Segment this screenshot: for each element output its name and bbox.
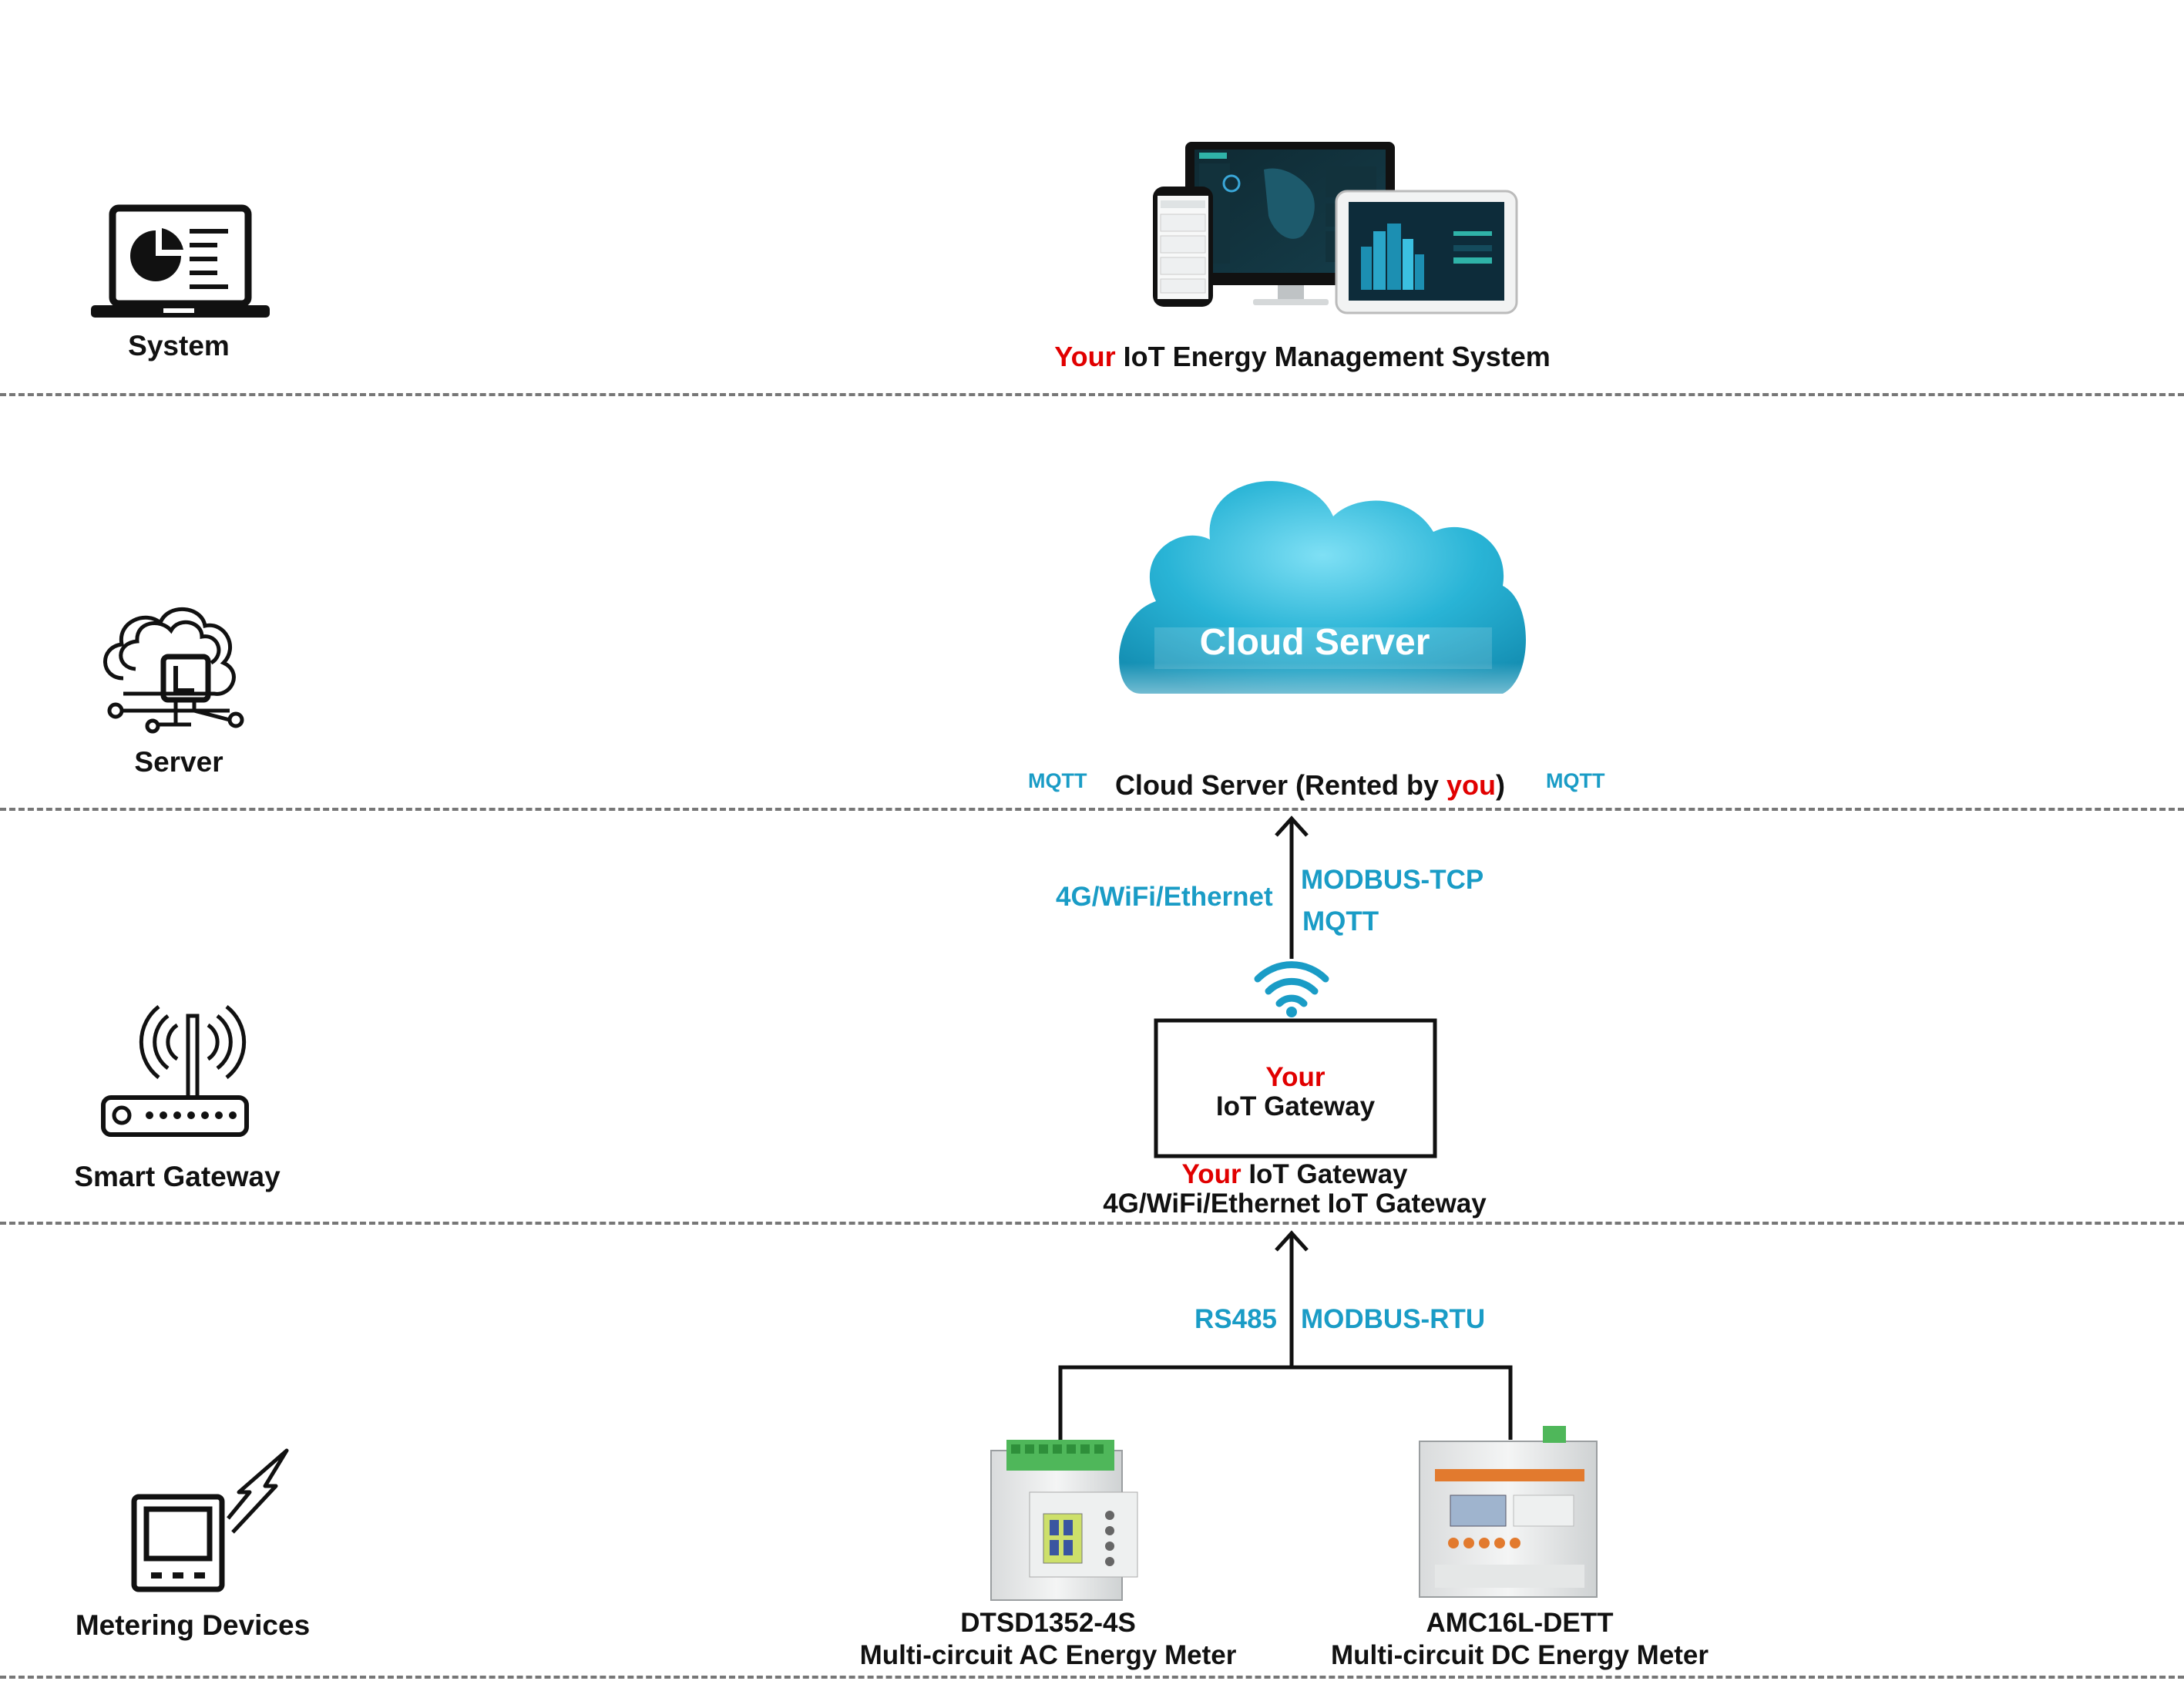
gateway-caption-line2: 4G/WiFi/Ethernet IoT Gateway [1103,1189,1487,1219]
cloud-graphic [1119,481,1529,740]
dc-meter-image [1419,1426,1598,1598]
system-caption-highlight: Your [1054,341,1116,372]
server-caption: Cloud Server (Rented by you) [1094,769,1526,802]
tier-label-metering-devices: Metering Devices [75,1609,311,1641]
multi-device-dashboard-icon [1153,142,1518,314]
gateway-caption-highlight: Your [1181,1159,1242,1189]
downlink-left-label: RS485 [1194,1304,1278,1334]
system-caption-rest: IoT Energy Management System [1115,341,1551,372]
gateway-caption: Your IoT Gateway [1063,1159,1526,1190]
ac-meter-image [990,1440,1138,1601]
uplink-arrow [1275,815,1309,959]
server-left-protocol: MQTT [1028,769,1087,792]
server-caption-highlight: you [1446,769,1497,801]
downlink-arrow [1058,1230,1513,1440]
tier-label-system: System [128,330,230,361]
downlink-right-label: MODBUS-RTU [1301,1304,1486,1334]
server-caption-prefix: Cloud Server (Rented by [1114,769,1447,801]
energy-meter-icon [131,1448,289,1592]
gateway-box-text: IoT Gateway [1215,1091,1376,1121]
server-caption-suffix: ) [1496,769,1506,801]
router-icon [101,1005,249,1137]
device-description-ac: Multi-circuit AC Energy Meter [859,1640,1237,1670]
device-model-dc: AMC16L-DETT [1426,1608,1614,1638]
cloud-server-icon [103,607,244,734]
tier-divider-3 [0,1222,2184,1225]
gateway-caption-rest: IoT Gateway [1241,1159,1408,1189]
uplink-left-label: 4G/WiFi/Ethernet [1056,882,1273,912]
gateway-box [1154,1018,1437,1158]
wifi-icon [1254,961,1329,1017]
uplink-right-label-2: MQTT [1302,906,1379,936]
laptop-chart-icon [91,204,270,318]
gateway-box-highlight: Your [1265,1062,1326,1092]
tier-divider-4 [0,1676,2184,1679]
tier-label-server: Server [134,746,223,778]
uplink-right-label-1: MODBUS-TCP [1301,865,1484,895]
device-model-ac: DTSD1352-4S [960,1608,1136,1638]
system-caption: Your IoT Energy Management System [1040,341,1564,373]
tier-label-smart-gateway: Smart Gateway [74,1161,281,1192]
tier-divider-2 [0,808,2184,811]
cloud-server-title: Cloud Server [1199,622,1430,663]
tier-divider-1 [0,393,2184,396]
device-description-dc: Multi-circuit DC Energy Meter [1330,1640,1709,1670]
server-right-protocol: MQTT [1546,769,1605,792]
